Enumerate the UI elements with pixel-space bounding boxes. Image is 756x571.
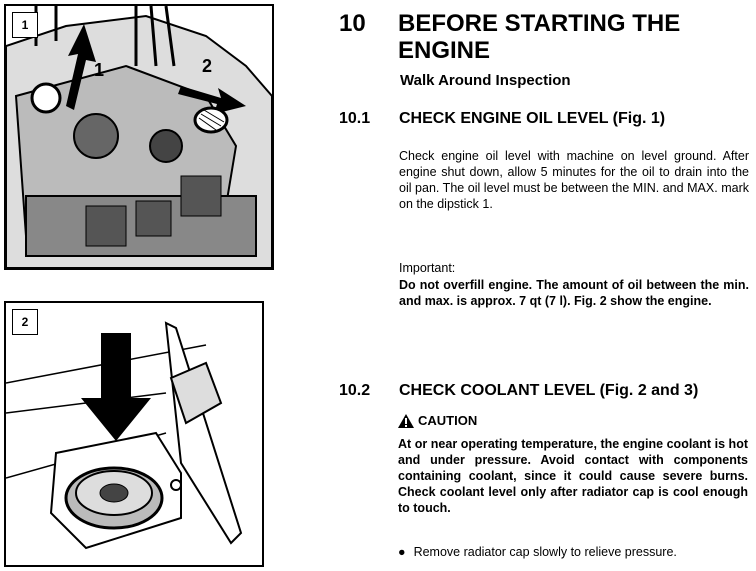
s101-number: 10.1: [339, 110, 371, 127]
figure-2-number: 2: [12, 309, 38, 335]
figure-1-callout-2: 2: [202, 56, 212, 76]
s101-important-text: Do not overfill engine. The amount of oi…: [399, 278, 749, 308]
bullet-text: Remove radiator cap slowly to relieve pr…: [413, 545, 677, 559]
s102-title: CHECK COOLANT LEVEL (Fig. 2 and 3): [399, 382, 699, 399]
warning-triangle-icon: [398, 413, 414, 428]
section-title: BEFORE STARTING THE ENGINE: [398, 10, 681, 64]
figure-2: 2: [4, 301, 264, 567]
s101-title: CHECK ENGINE OIL LEVEL (Fig. 1): [399, 110, 666, 127]
engine-illustration: 1 2: [6, 6, 272, 268]
figure-1: 1 1 2: [4, 4, 274, 270]
section-number: 10: [339, 10, 366, 37]
caution-text: At or near operating temperature, the en…: [398, 437, 748, 515]
figure-1-callout-1: 1: [94, 60, 104, 80]
radiator-cap-illustration: [6, 321, 243, 550]
s102-number: 10.2: [339, 382, 371, 399]
s101-body: Check engine oil level with machine on l…: [399, 149, 749, 211]
caution-heading: CAUTION: [398, 413, 477, 428]
s101-important-label: Important:: [399, 261, 456, 275]
bullet-item: ● Remove radiator cap slowly to relieve …: [398, 545, 677, 559]
caution-label: CAUTION: [418, 413, 478, 428]
section-subtitle: Walk Around Inspection: [400, 72, 571, 89]
figure-1-number: 1: [12, 12, 38, 38]
bullet-dot-icon: ●: [398, 545, 406, 559]
